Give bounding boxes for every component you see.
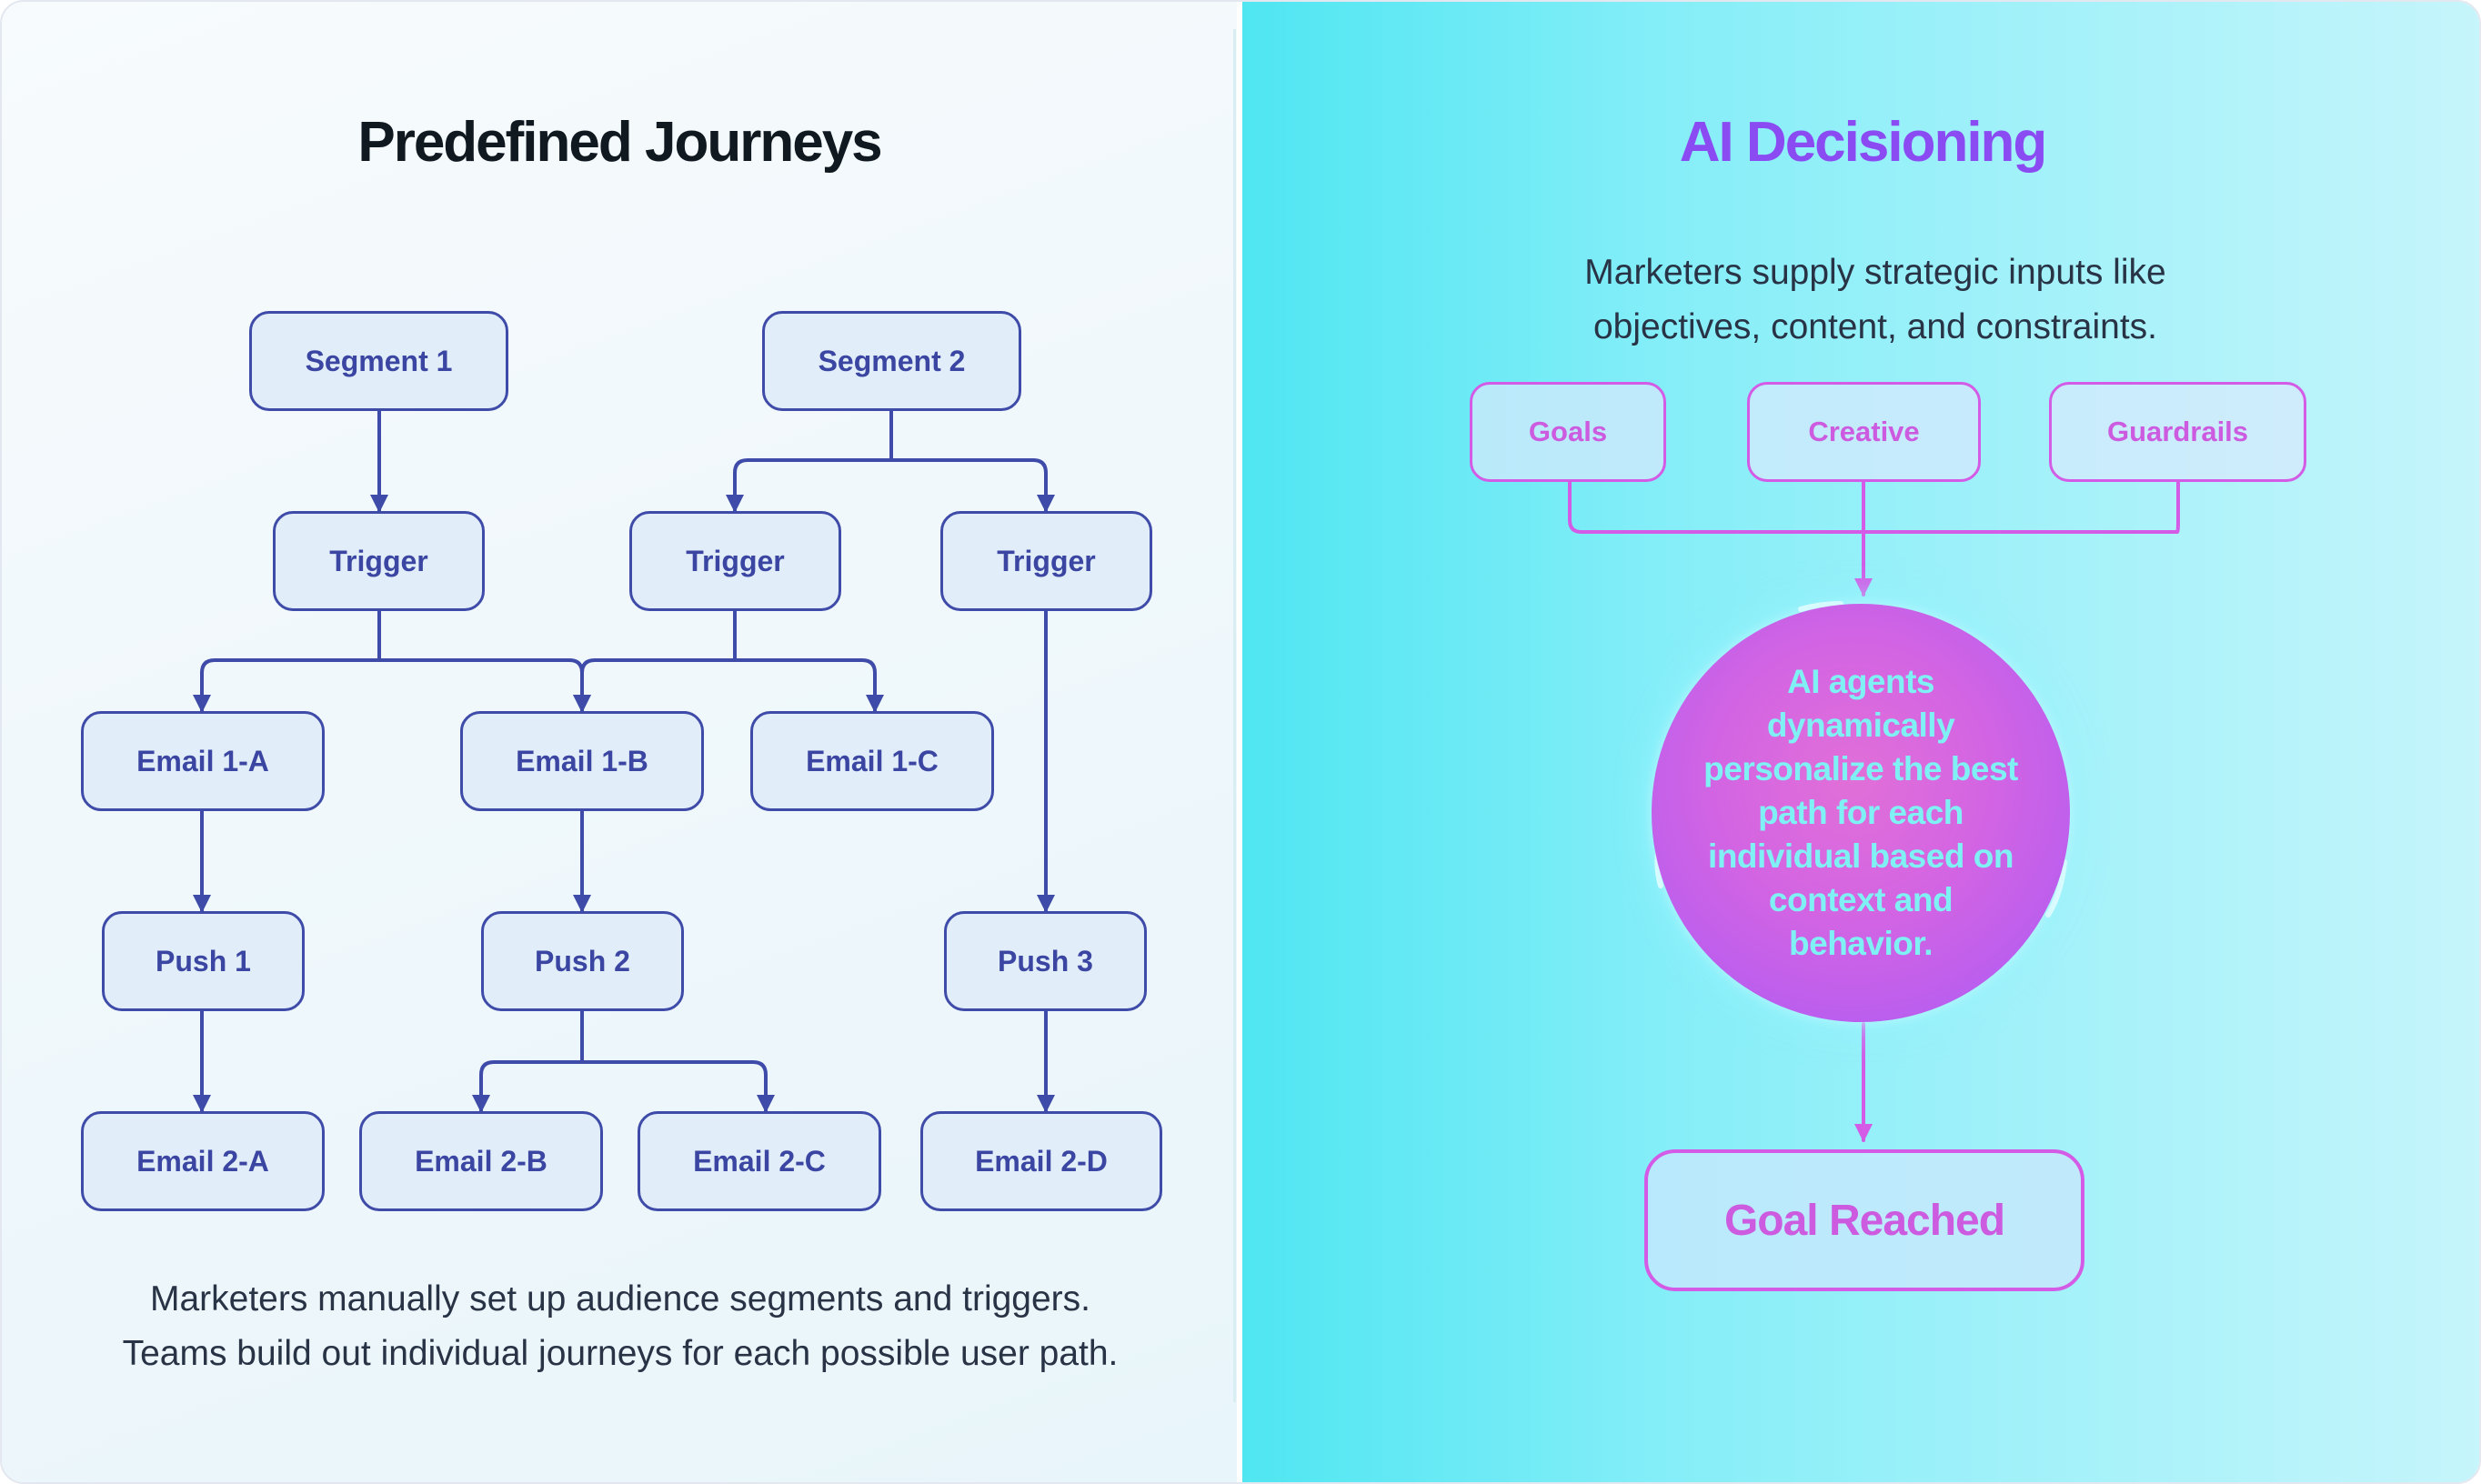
connector-trigger2-email1c: [733, 658, 884, 713]
goal-reached-node: Goal Reached: [1644, 1149, 2084, 1291]
email-1b-node: Email 1-B: [460, 711, 704, 811]
predefined-journeys-title: Predefined Journeys: [357, 111, 882, 174]
email-1c-label: Email 1-C: [806, 744, 939, 777]
ai-agent-circle: AI agents dynamically personalize the be…: [1652, 604, 2070, 1022]
segment-2-node: Segment 2: [762, 311, 1021, 411]
goals-input-node: Goals: [1470, 382, 1666, 482]
email-2a-node: Email 2-A: [81, 1111, 325, 1211]
email-2b-node: Email 2-B: [359, 1111, 603, 1211]
caption-left-line-1: Marketers manually set up audience segme…: [149, 1279, 1091, 1319]
push-2-label: Push 2: [535, 944, 630, 978]
email-2d-node: Email 2-D: [920, 1111, 1162, 1211]
segment-1-label: Segment 1: [305, 344, 453, 377]
caption-left-line-2: Teams build out individual journeys for …: [122, 1334, 1119, 1373]
creative-label: Creative: [1808, 416, 1920, 447]
push-3-node: Push 3: [944, 911, 1147, 1011]
trigger-2-label: Trigger: [686, 544, 785, 577]
connector-trigger2-email1b: [573, 658, 737, 713]
caption-right-line-1: Marketers supply strategic inputs like: [1584, 253, 2166, 292]
email-2c-node: Email 2-C: [638, 1111, 881, 1211]
email-2c-label: Email 2-C: [693, 1144, 826, 1178]
guardrails-input-node: Guardrails: [2049, 382, 2306, 482]
predefined-journeys-caption: Marketers manually set up audience segme…: [38, 1272, 1202, 1381]
caption-right-line-2: objectives, content, and constraints.: [1592, 307, 2158, 346]
segment-1-node: Segment 1: [249, 311, 508, 411]
segment-2-label: Segment 2: [818, 344, 966, 377]
trigger-2-node: Trigger: [629, 511, 841, 611]
goal-reached-label: Goal Reached: [1723, 1196, 2005, 1245]
ai-decisioning-caption: Marketers supply strategic inputs like o…: [1421, 246, 2330, 355]
guardrails-label: Guardrails: [2106, 416, 2249, 447]
push-3-label: Push 3: [998, 944, 1093, 978]
email-1b-label: Email 1-B: [516, 744, 648, 777]
connector-push2-email2c: [580, 1060, 775, 1113]
email-1c-node: Email 1-C: [750, 711, 994, 811]
connector-trigger1-email1a: [193, 658, 381, 713]
connector-goals-merge: [1568, 480, 2180, 534]
trigger-1-label: Trigger: [329, 544, 428, 577]
email-1a-node: Email 1-A: [81, 711, 325, 811]
connector-trigger1-email1b: [377, 658, 591, 713]
trigger-1-node: Trigger: [273, 511, 485, 611]
goals-label: Goals: [1528, 416, 1608, 447]
connector-push2-email2b: [472, 1060, 584, 1113]
connector-segment2-trigger2: [726, 458, 893, 513]
email-2d-label: Email 2-D: [975, 1144, 1108, 1178]
connector-segment2-trigger3: [889, 458, 1055, 513]
trigger-3-node: Trigger: [940, 511, 1152, 611]
email-1a-label: Email 1-A: [136, 744, 269, 777]
ai-decisioning-title: AI Decisioning: [1679, 111, 2048, 174]
push-1-node: Push 1: [102, 911, 305, 1011]
push-2-node: Push 2: [481, 911, 684, 1011]
push-1-label: Push 1: [156, 944, 251, 978]
panel-divider: [1233, 29, 1236, 1402]
ai-agent-description: AI agents dynamically personalize the be…: [1703, 663, 2018, 962]
email-2a-label: Email 2-A: [136, 1144, 269, 1178]
trigger-3-label: Trigger: [997, 544, 1096, 577]
creative-input-node: Creative: [1747, 382, 1981, 482]
email-2b-label: Email 2-B: [415, 1144, 547, 1178]
